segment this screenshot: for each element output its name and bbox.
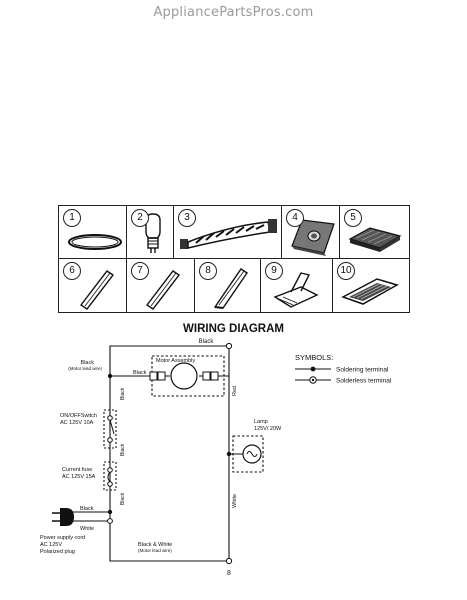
bottom-label: Black & White: [138, 542, 172, 548]
motor-symbol: [170, 362, 198, 390]
part-number: 1: [63, 209, 81, 227]
switch-label: ON/OFFSwitch: [60, 413, 97, 419]
fuse-label: Current fuse: [62, 467, 92, 473]
lamp-rating-label: 125V/ 20W: [254, 426, 282, 432]
lamp-label: Lamp: [254, 419, 268, 425]
wand-icon: [145, 270, 181, 310]
part-5: 5: [340, 206, 409, 259]
cord-label-3: Polarized plug: [40, 549, 75, 555]
switch-box: [103, 409, 117, 449]
page-number: 8: [227, 570, 231, 577]
part-number: 8: [199, 262, 217, 280]
parts-grid: 1 2 3 4: [58, 205, 410, 313]
part-3: 3: [174, 206, 282, 259]
part-number: 7: [131, 262, 149, 280]
part-number: 10: [337, 262, 355, 280]
motor-assembly-label: Motor Assembly: [156, 358, 195, 364]
left-black-1-label: Black: [120, 387, 126, 400]
inner-black-label: Black: [133, 370, 147, 376]
cord-label-1: Power supply cord: [40, 535, 85, 541]
filter-icon: [348, 227, 402, 252]
solderless-terminal-label: Solderless terminal: [336, 378, 392, 385]
switch-symbol: [109, 419, 115, 435]
connector: [210, 371, 219, 381]
fuse-rating-label: AC 125V 15A: [62, 474, 96, 480]
connector: [149, 371, 158, 381]
bag-icon: [291, 219, 335, 256]
part-6: 6: [59, 259, 127, 312]
cord-label-2: AC 125V: [40, 542, 62, 548]
fuse-box: [103, 461, 117, 491]
part-10: 10: [333, 259, 409, 312]
upholstery-tool-icon: [273, 272, 319, 308]
plug-white-label: White: [80, 526, 94, 532]
dust-brush-icon: [341, 278, 399, 305]
plug-icon: [60, 508, 74, 526]
part-number: 2: [131, 209, 149, 227]
part-4: 4: [282, 206, 340, 259]
part-8: 8: [195, 259, 261, 312]
motor-lead-black-label: Black: [81, 360, 95, 366]
part-number: 6: [63, 262, 81, 280]
part-2: 2: [127, 206, 174, 259]
wiring-diagram-title: WIRING DIAGRAM: [183, 323, 284, 335]
part-number: 9: [265, 262, 283, 280]
part-1: 1: [59, 206, 127, 259]
part-number: 4: [286, 209, 304, 227]
symbols-heading: SYMBOLS:: [295, 353, 333, 362]
part-7: 7: [127, 259, 195, 312]
watermark: AppliancePartsPros.com: [153, 5, 314, 20]
soldering-symbol: [310, 366, 316, 372]
part-9: 9: [261, 259, 333, 312]
brushroll-icon: [180, 219, 277, 249]
switch-rating-label: AC 125V 10A: [60, 420, 94, 426]
crevice-tool-icon: [213, 268, 248, 309]
left-black-3-label: Black: [120, 492, 126, 505]
soldering-terminal-label: Soldering terminal: [336, 367, 389, 374]
bulb-icon: [145, 213, 161, 253]
motor-lead-note-label: (Motor lead wire): [68, 366, 102, 371]
plug-black-label: Black: [80, 506, 94, 512]
red-label: Red: [232, 386, 238, 396]
connector: [202, 371, 211, 381]
fuse-symbol: [107, 471, 111, 483]
left-black-2-label: Black: [120, 443, 126, 456]
wand-icon: [79, 270, 115, 310]
connector: [157, 371, 166, 381]
part-number: 3: [178, 209, 196, 227]
bottom-note-label: (Motor lead wire): [138, 548, 172, 553]
belt-icon: [68, 234, 122, 250]
part-number: 5: [344, 209, 362, 227]
white-right-label: White: [232, 494, 238, 508]
top-black-label: Black: [199, 339, 215, 345]
